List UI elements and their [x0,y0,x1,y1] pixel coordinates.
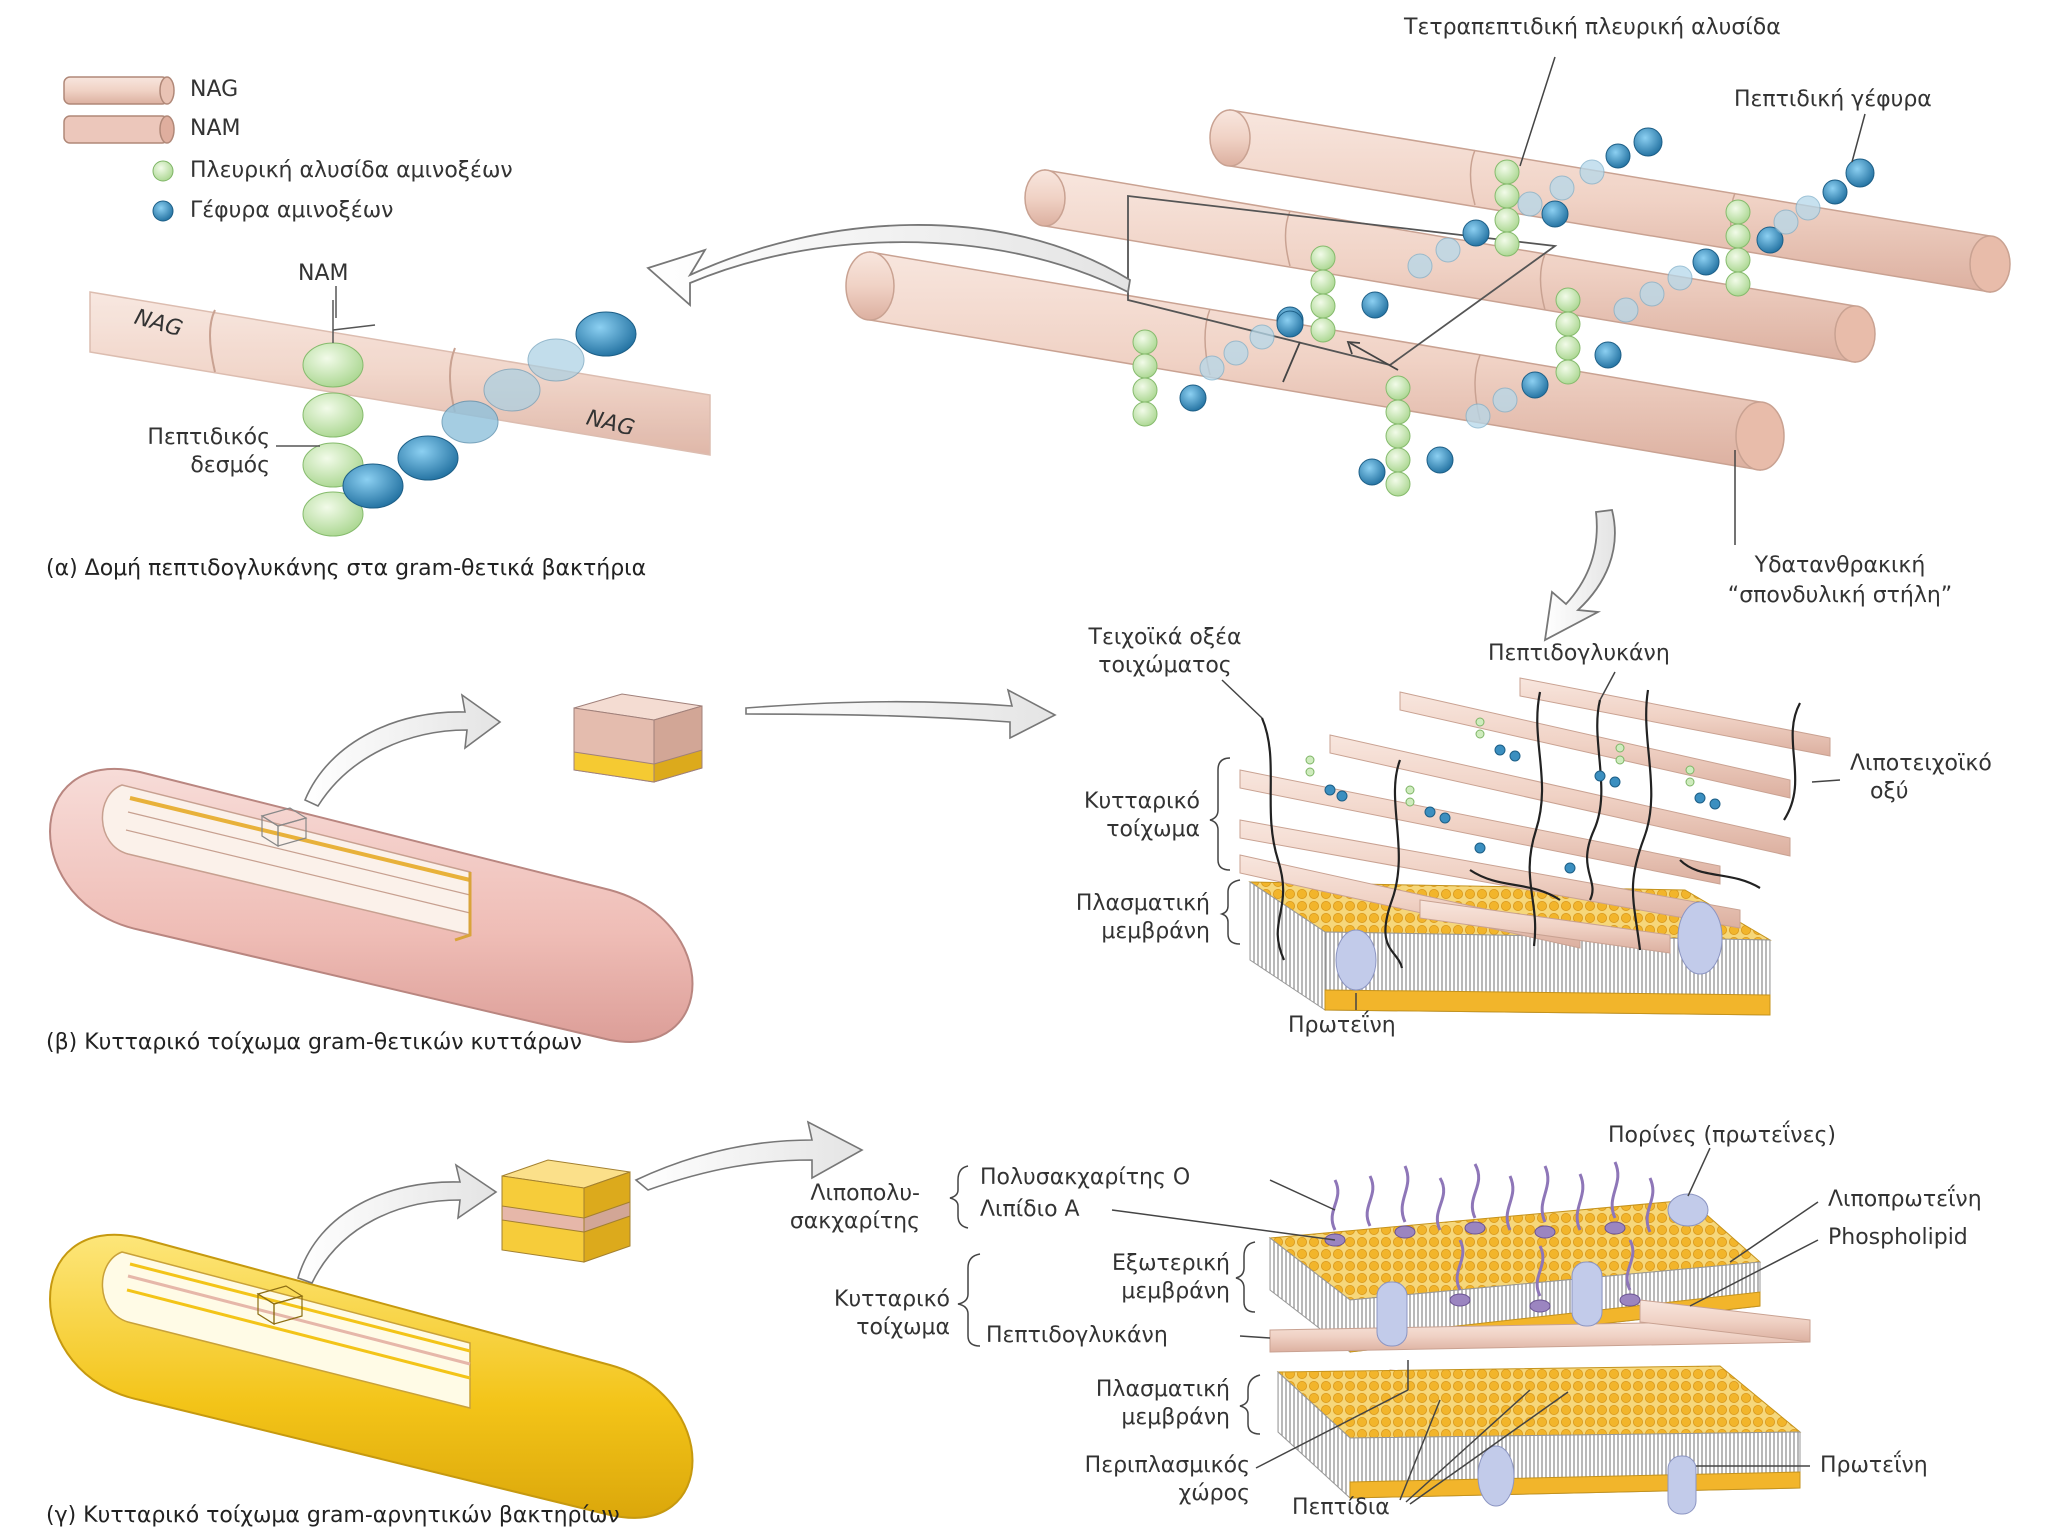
arrow-to-gram-positive-wall-icon [745,688,1057,740]
gram-negative-cube-icon [501,1159,631,1263]
gram-positive-wall-label-line1: Κυτταρικό [1084,789,1200,814]
caption-b: (β) Κυτταρικό τοίχωμα gram-θετικών κυττά… [46,1030,582,1055]
membrane-protein [1667,1455,1697,1515]
outer-membrane-bracket [1235,1241,1256,1313]
caption-a: (α) Δομή πεπτιδογλυκάνης στα gram-θετικά… [46,556,647,581]
leader-tetrapeptide [1519,56,1556,167]
gram-positive-wall [1209,671,1841,1016]
gram-negative-peptidoglycan-label: Πεπτιδογλυκάνη [986,1323,1168,1348]
porin [1376,1281,1408,1347]
teichoic-label-line2: τοιχώματος [1098,653,1232,678]
peptidoglycan-closeup [89,286,711,537]
outer-membrane-label-line2: μεμβράνη [1121,1279,1230,1304]
legend-bridge-label: Γέφυρα αμινοξέων [190,198,394,223]
outer-membrane-label-line1: Εξωτερική [1111,1251,1230,1276]
leader-peptide-bridge [1851,113,1866,163]
teichoic-label-line1: Τειχοϊκά οξέα [1088,625,1242,650]
peptides-label: Πεπτίδια [1292,1495,1390,1520]
porin [1667,1193,1709,1227]
legend-side-chain-label: Πλευρική αλυσίδα αμινοξέων [190,158,513,183]
porin [1571,1261,1603,1327]
peptide-bond-label-line2: δεσμός [190,453,270,478]
gram-positive-protein-label: Πρωτεΐνη [1288,1013,1396,1038]
wall-bracket [1209,757,1231,871]
gram-negative-wall-label-line2: τοίχωμα [856,1315,950,1340]
membrane-protein [1335,929,1377,991]
lipid-a-label: Λιπίδιο Α [980,1197,1080,1222]
lps-label-line2: σακχαρίτης [789,1209,920,1234]
lattice-cylinder [1024,169,1876,363]
peptide-bond-label-line1: Πεπτιδικός [147,425,270,450]
lipoteichoic-label-line2: οξύ [1870,779,1909,804]
gram-positive-membrane-label-line1: Πλασματική [1075,891,1210,916]
backbone-label-line2: “σπονδυλική στήλη” [1727,583,1953,608]
gram-positive-cell [49,768,694,1043]
periplasm-label-line2: χώρος [1178,1481,1250,1506]
gram-positive-cube-icon [573,693,703,783]
arrow-to-cube-icon [297,1163,498,1284]
legend-nag-label: NAG [190,77,239,102]
arrow-to-closeup-icon [646,224,1131,307]
backbone-label-line1: Υδατανθρακική [1754,553,1926,578]
legend-side-chain-bead-icon [152,160,174,182]
legend [63,76,175,222]
peptide-bridge-label: Πεπτιδική γέφυρα [1734,87,1932,112]
legend-nam-cylinder-icon [63,115,175,144]
wall-bracket [957,1253,981,1347]
gram-negative-protein-label: Πρωτεΐνη [1820,1453,1928,1478]
gram-negative-wall-label-line1: Κυτταρικό [834,1287,950,1312]
closeup-bridge [342,311,637,509]
legend-nam-label: NAM [190,116,241,141]
membrane-protein [1677,901,1723,975]
gram-negative-membrane-label-line1: Πλασματική [1095,1377,1230,1402]
lattice-cylinder [1209,109,2011,293]
legend-bridge-bead-icon [152,200,174,222]
lipoprotein-label: Λιποπρωτεΐνη [1828,1187,1982,1212]
gram-negative-wall [949,1147,1819,1515]
periplasm-label-line1: Περιπλασμικός [1084,1453,1250,1478]
lipoteichoic-label-line1: Λιποτειχοϊκό [1850,751,1992,776]
o-polysaccharide-label: Πολυσακχαρίτης Ο [980,1165,1191,1190]
lps-label-line1: Λιποπολυ- [810,1181,920,1206]
membrane-protein [1477,1445,1515,1507]
legend-nag-cylinder-icon [63,76,175,105]
phospholipid-label: Phospholipid [1828,1225,1968,1250]
gram-positive-membrane-label-line2: μεμβράνη [1101,919,1210,944]
gram-positive-peptidoglycan-label: Πεπτιδογλυκάνη [1488,641,1670,666]
peptidoglycan-lattice [845,56,2011,545]
gram-negative-cell [49,1233,694,1519]
lps-bracket [949,1165,969,1229]
membrane-bracket [1219,879,1241,945]
arrow-to-cube-icon [303,693,502,808]
closeup-nam-label: NAM [298,261,349,286]
lattice-bridges [1179,127,1875,486]
porins-label: Πορίνες (πρωτεΐνες) [1608,1123,1836,1148]
plasma-membrane-bracket [1239,1374,1261,1435]
gram-positive-wall-label-line2: τοίχωμα [1106,817,1200,842]
arrow-to-gram-negative-wall-icon [634,1120,864,1191]
tetrapeptide-label: Τετραπεπτιδική πλευρική αλυσίδα [1404,15,1781,40]
caption-c: (γ) Κυτταρικό τοίχωμα gram-αρνητικών βακ… [46,1503,620,1528]
lattice-cylinder [845,251,1785,471]
arrow-to-gram-positive-icon [1543,509,1616,642]
lattice-side-chains [1132,159,1751,497]
gram-negative-membrane-label-line2: μεμβράνη [1121,1405,1230,1430]
